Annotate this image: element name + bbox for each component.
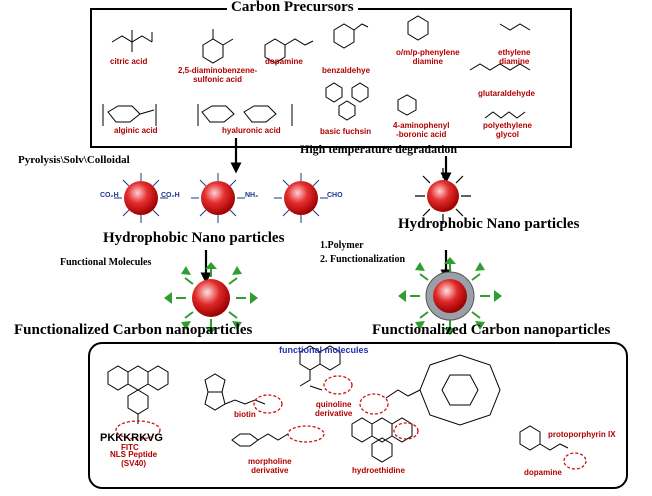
functional-molecules-box — [88, 342, 628, 489]
label-aminophenylboronic: 4-aminophenyl -boronic acid — [393, 121, 450, 139]
label-hyaluronic-acid: hyaluronic acid — [222, 126, 281, 135]
particle-cho — [274, 173, 328, 223]
label-polyethylene-glycol: polyethylene glycol — [483, 121, 532, 139]
left-functionalized-label: Functionalized Carbon nanoparticles — [14, 322, 253, 338]
label-nls-peptide: NLS Peptide (SV40) — [110, 450, 158, 468]
label-protoporphyrin: protoporphyrin IX — [548, 430, 616, 439]
group-label-nh2: NH₂ — [245, 192, 259, 199]
label-ethylene-diamine: ethylene diamine — [498, 48, 531, 66]
label-diaminobenzenesulfonic: 2,5-diaminobenzene- sulfonic acid — [178, 66, 258, 84]
group-label-co2h-right: CO₂H — [161, 192, 180, 199]
precursor-structures — [102, 15, 531, 126]
group-label-cho: CHO — [327, 192, 343, 199]
label-benzaldehyde: benzaldehye — [322, 66, 371, 75]
label-glutaraldehyde: glutaraldehyde — [478, 89, 535, 98]
label-quinoline-derivative: quinoline derivative — [315, 400, 353, 418]
right-hydrophobic-label: Hydrophobic Nano particles — [398, 216, 580, 232]
label-hydroethidine: hydroethidine — [352, 466, 405, 475]
label-citric-acid: citric acid — [110, 57, 148, 66]
flow-arrows — [200, 138, 452, 284]
functional-molecules-title: functional molecules — [279, 345, 369, 355]
label-peptide-sequence: PKKKRKVG — [100, 432, 163, 444]
label-basic-fuchsin: basic fuchsin — [320, 127, 372, 136]
particle-functionalized-left — [164, 262, 258, 334]
reactive-group-highlights — [115, 375, 587, 470]
right-method-label: High temperature degradation — [300, 142, 458, 156]
label-biotin: biotin — [234, 410, 256, 419]
left-method-label: Pyrolysis\Solv\Colloidal — [18, 154, 130, 166]
particle-co2h — [114, 173, 168, 223]
label-morpholine-derivative: morpholine derivative — [248, 457, 292, 475]
right-step-functionalization: 2. Functionalization — [320, 254, 406, 265]
label-dopamine-functional: dopamine — [524, 468, 562, 477]
functional-structures — [107, 345, 569, 463]
right-functionalized-label: Functionalized Carbon nanoparticles — [372, 322, 611, 338]
label-alginic-acid: alginic acid — [114, 126, 158, 135]
functional-molecules-step: Functional Molecules — [60, 257, 152, 268]
particle-functionalized-right — [398, 257, 502, 335]
group-label-co2h-left: CO₂H — [100, 192, 119, 199]
particle-hydrophobic-right — [415, 168, 471, 224]
right-step-polymer: 1.Polymer — [320, 240, 364, 251]
label-phenylene-diamine: o/m/p-phenylene diamine — [396, 48, 460, 66]
label-dopamine-precursor: dopamine — [265, 57, 303, 66]
left-hydrophobic-label: Hydrophobic Nano particles — [103, 230, 285, 246]
particle-nh2 — [191, 173, 245, 223]
precursors-title: Carbon Precursors — [227, 0, 358, 16]
label-fitc: FITC — [121, 443, 139, 452]
